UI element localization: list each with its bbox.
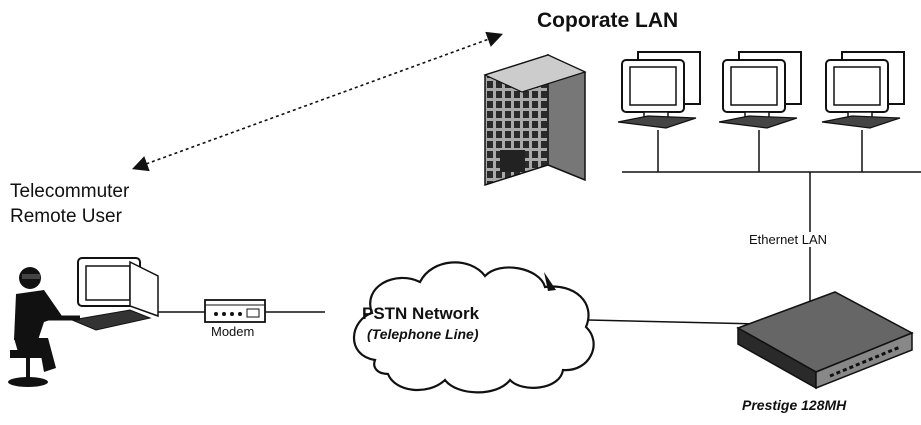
modem-label: Modem: [211, 324, 255, 339]
pstn-router-link: [587, 319, 761, 325]
modem-icon: [204, 299, 266, 323]
router-name-label: Prestige 128MH: [742, 397, 847, 413]
remote-user-icon: [8, 257, 159, 387]
cloud-icon: [352, 261, 595, 394]
ethernet-lan-label: Ethernet LAN: [748, 232, 829, 247]
tick-mark: [544, 272, 556, 291]
lan-bus: [622, 130, 921, 173]
pstn-subtitle-label: (Telephone Line): [367, 326, 479, 342]
desktop-computer-icon: [821, 51, 905, 129]
pstn-network-label: PSTN Network: [362, 304, 480, 323]
router-icon: [736, 291, 914, 390]
telecommuter-label-line1: Telecommuter: [10, 181, 130, 202]
desktop-computer-icon: [718, 51, 802, 129]
desktop-computer-icon: [617, 51, 701, 129]
corporate-lan-title: Coporate LAN: [537, 9, 679, 32]
dashed-link: [131, 31, 504, 172]
telecommuter-label-line2: Remote User: [10, 206, 122, 227]
office-building-icon: [483, 53, 587, 187]
